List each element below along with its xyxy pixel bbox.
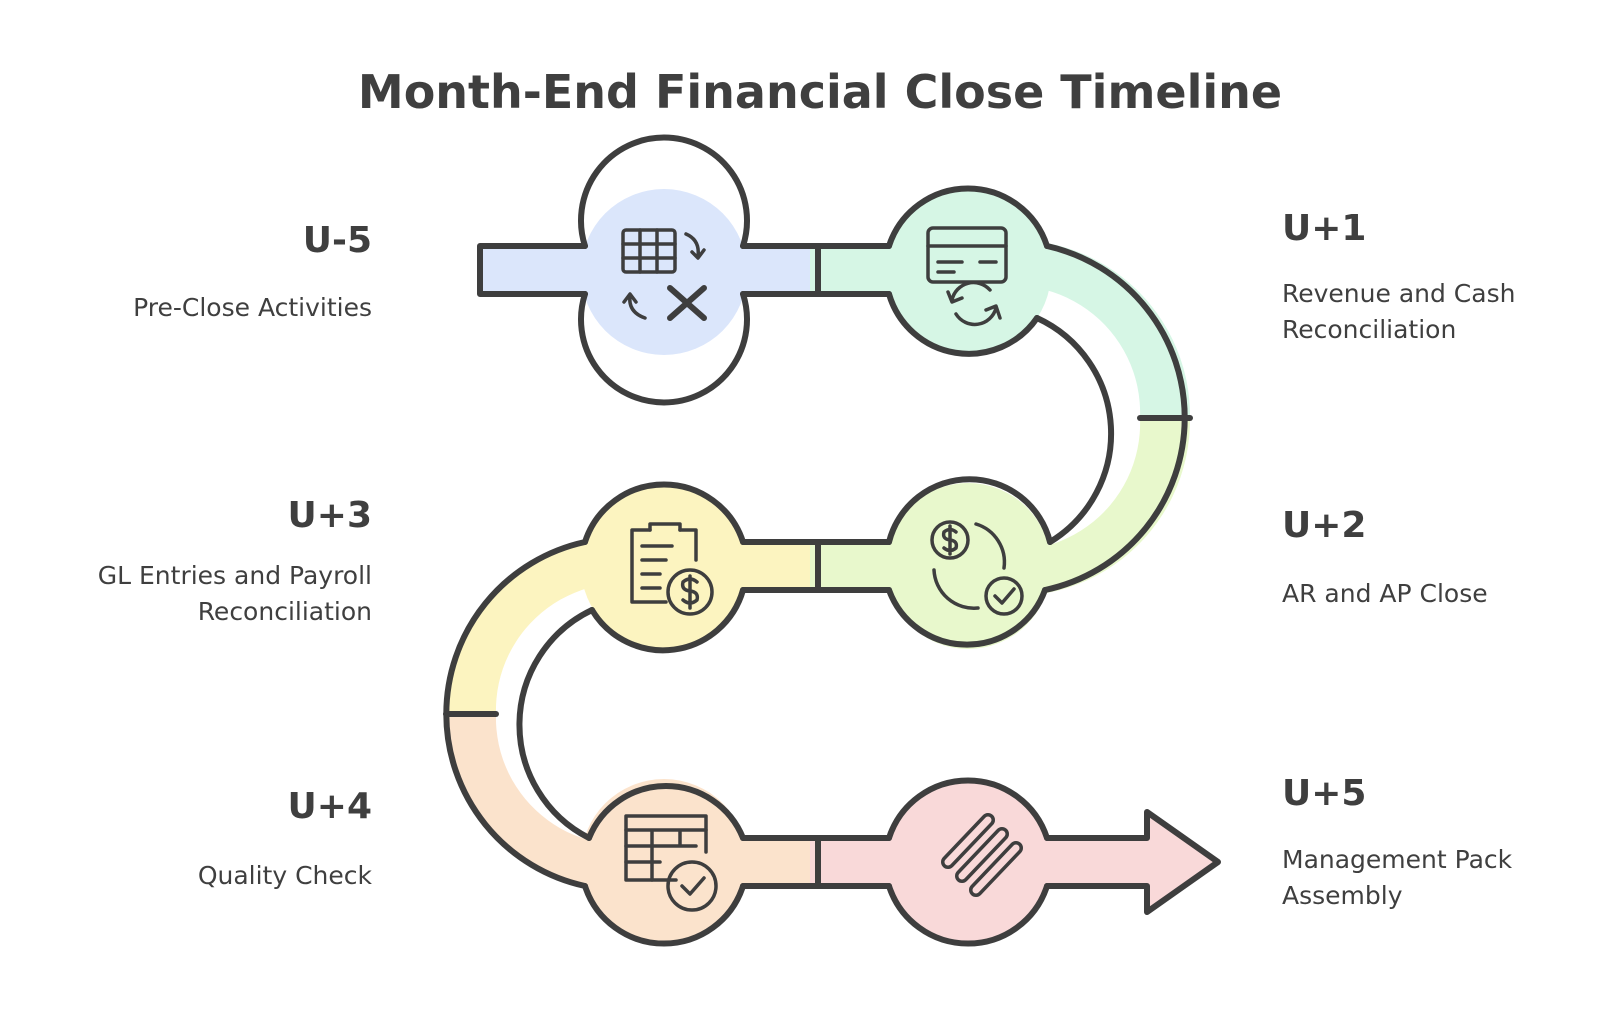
step-label: GL Entries and Payroll	[98, 561, 372, 590]
step-label: Reconciliation	[1282, 315, 1456, 344]
step-label: Reconciliation	[198, 597, 372, 626]
clipboard-dollar-icon	[630, 522, 714, 616]
table-check-icon	[624, 814, 718, 912]
spreadsheet-transfer-icon	[621, 228, 707, 321]
step-day: U+3	[288, 495, 372, 536]
dollar-cycle-check-icon	[930, 520, 1024, 616]
node-fill-2	[885, 189, 1051, 355]
step-day: U+5	[1282, 773, 1366, 814]
step-u-plus-3: U+3 GL Entries and Payroll Reconciliatio…	[98, 495, 372, 626]
step-day: U+4	[288, 786, 372, 827]
step-label: Assembly	[1282, 881, 1403, 910]
node-fill-3	[885, 483, 1051, 649]
page-title: Month-End Financial Close Timeline	[358, 65, 1282, 119]
step-day: U-5	[303, 220, 372, 261]
step-day: U+1	[1282, 208, 1366, 249]
path-outline	[443, 134, 1221, 947]
step-label: Revenue and Cash	[1282, 279, 1515, 308]
document-stack-icon	[941, 813, 1023, 897]
step-label: Pre-Close Activities	[133, 293, 372, 322]
step-labels: U-5 Pre-Close Activities U+1 Revenue and…	[98, 208, 1516, 910]
step-label: Management Pack	[1282, 845, 1513, 874]
step-u-plus-4: U+4 Quality Check	[198, 786, 373, 890]
step-label: Quality Check	[198, 861, 373, 890]
path-fills	[445, 189, 1218, 945]
step-label: AR and AP Close	[1282, 579, 1488, 608]
step-u-plus-2: U+2 AR and AP Close	[1282, 505, 1488, 608]
step-u-5: U-5 Pre-Close Activities	[133, 220, 372, 322]
card-refresh-icon	[926, 226, 1008, 327]
step-u-plus-1: U+1 Revenue and Cash Reconciliation	[1282, 208, 1515, 344]
step-day: U+2	[1282, 505, 1366, 546]
step-u-plus-5: U+5 Management Pack Assembly	[1282, 773, 1513, 910]
